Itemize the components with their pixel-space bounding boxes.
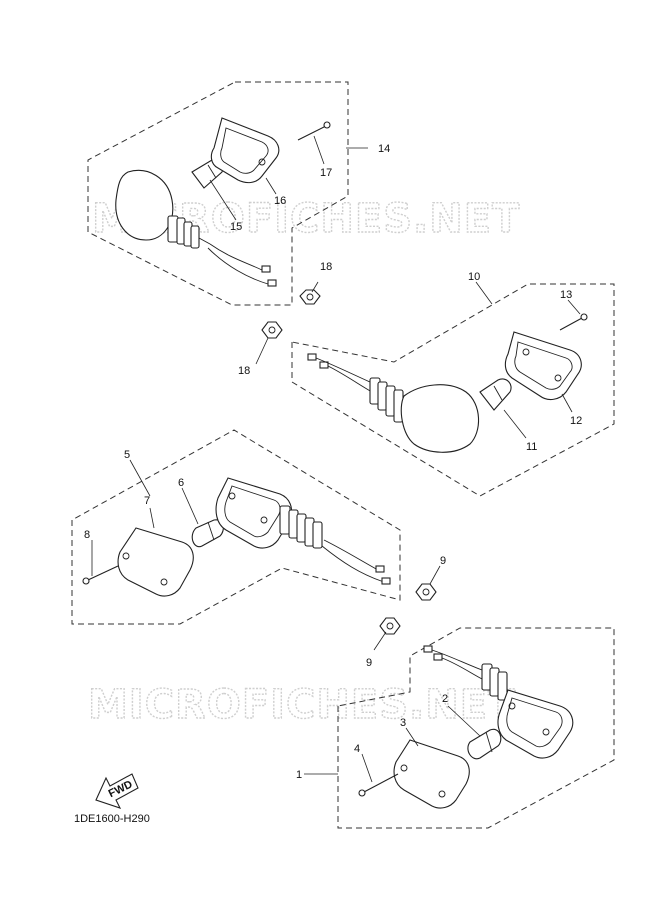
callout-7: 7	[144, 495, 150, 507]
washer-9-left	[379, 617, 401, 635]
callout-9-upper: 9	[440, 555, 446, 567]
screw-17	[297, 121, 331, 141]
callout-12: 12	[570, 415, 582, 427]
callout-5: 5	[124, 449, 130, 461]
callout-18-lower: 18	[238, 365, 250, 377]
assembly-10-boundary	[291, 283, 615, 497]
callout-16: 16	[274, 195, 286, 207]
nut-9-right	[415, 583, 437, 601]
assembly-1-group	[304, 617, 615, 829]
bellows-upper	[167, 215, 200, 249]
diagram-code: 1DE1600-H290	[74, 813, 150, 825]
washer-18-left	[261, 321, 283, 339]
lens-7	[117, 527, 194, 597]
callout-3: 3	[400, 717, 406, 729]
housing-1	[497, 689, 574, 759]
callout-13: 13	[560, 289, 572, 301]
nut-18-top	[299, 289, 321, 305]
callout-9-lower: 9	[366, 657, 372, 669]
callout-10: 10	[468, 271, 480, 283]
assembly-5-group	[71, 429, 441, 625]
screw-8	[82, 565, 119, 585]
assembly-1-boundary	[337, 627, 615, 829]
connector-top-a	[261, 265, 271, 273]
bellows-bottom	[481, 663, 508, 701]
assembly-5-boundary	[71, 429, 401, 625]
bulb-6	[191, 519, 224, 548]
callout-18-upper: 18	[320, 261, 332, 273]
lens-15-area	[115, 170, 174, 241]
housing-12	[504, 331, 582, 401]
callout-17: 17	[320, 167, 332, 179]
callout-11: 11	[526, 441, 537, 453]
callout-1: 1	[296, 769, 302, 781]
lens-3	[393, 739, 470, 809]
callout-4: 4	[354, 743, 360, 755]
housing-5	[215, 477, 293, 549]
connector-top-b	[267, 279, 277, 287]
assembly-10-group	[255, 281, 615, 497]
callout-8: 8	[84, 529, 90, 541]
bulb-11	[479, 378, 512, 411]
lens-right	[400, 384, 480, 453]
watermark-bottom: MICROFICHES.NET	[88, 682, 516, 728]
screw-4	[358, 773, 399, 797]
callout-15: 15	[230, 221, 242, 233]
bellows-right	[369, 377, 404, 423]
screw-13	[559, 313, 588, 331]
assembly-14-group	[87, 81, 368, 306]
callout-6: 6	[178, 477, 184, 489]
bulb-2	[467, 728, 502, 760]
assembly-14-boundary	[87, 81, 349, 306]
callout-2: 2	[442, 693, 448, 705]
housing-16	[210, 117, 280, 184]
fwd-arrow-icon: FWD	[95, 773, 139, 809]
bellows-left	[279, 505, 323, 549]
callout-14: 14	[378, 143, 390, 155]
